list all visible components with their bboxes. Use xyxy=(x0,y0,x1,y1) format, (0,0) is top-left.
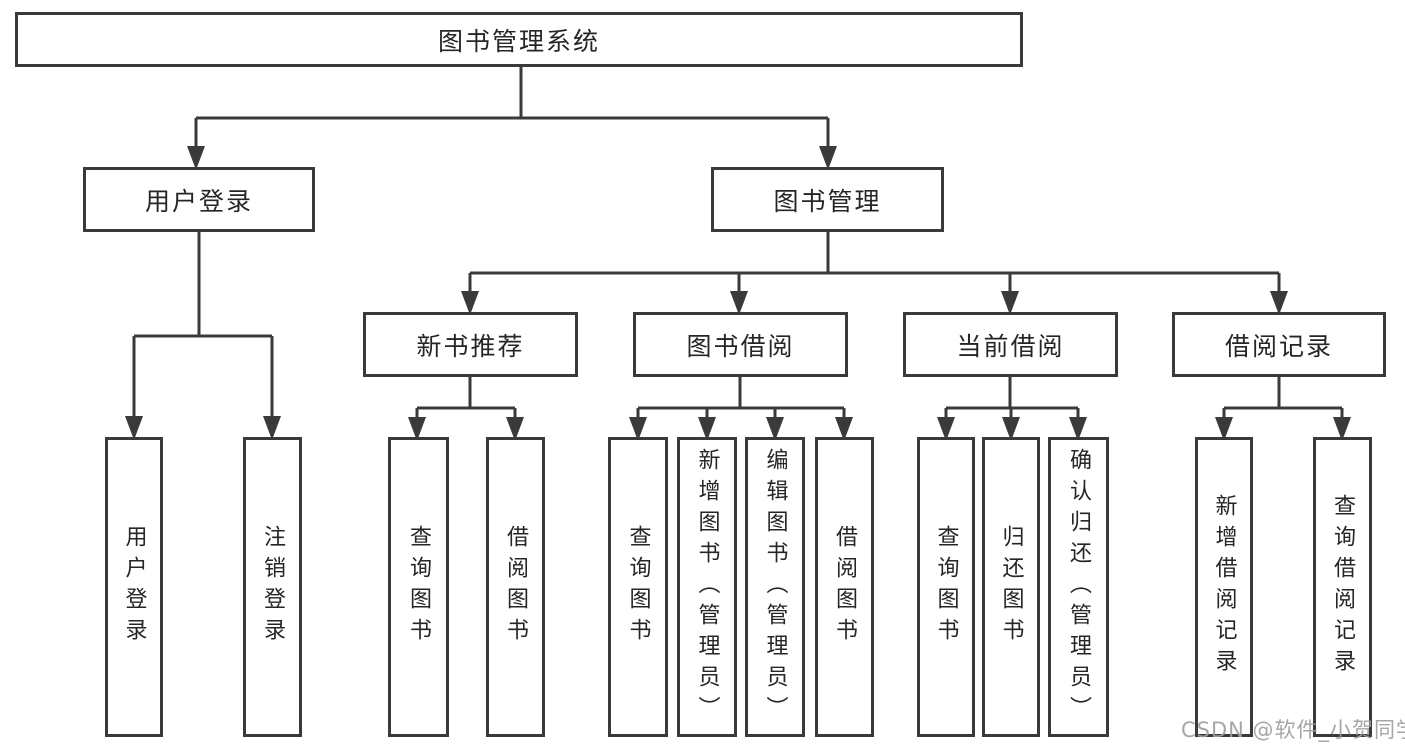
leaf-add-borrow-record: 新增借阅记录 xyxy=(1195,437,1253,737)
node-user-login: 用户登录 xyxy=(83,167,315,232)
leaf-query-books-borrowing: 查询图书 xyxy=(608,437,668,737)
watermark: CSDN @软件_小贺同学 xyxy=(1181,718,1405,742)
leaf-edit-books-admin: 编辑图书（管理员） xyxy=(745,437,805,737)
leaf-query-borrow-record: 查询借阅记录 xyxy=(1313,437,1372,737)
leaf-borrow-books-borrowing: 借阅图书 xyxy=(815,437,874,737)
leaf-user-login: 用户登录 xyxy=(105,437,163,737)
leaf-query-books-current: 查询图书 xyxy=(917,437,975,737)
node-book-borrowing: 图书借阅 xyxy=(633,312,848,377)
node-current-borrowing: 当前借阅 xyxy=(903,312,1118,377)
node-book-management: 图书管理 xyxy=(711,167,944,232)
leaf-borrow-books-recommend: 借阅图书 xyxy=(486,437,545,737)
leaf-confirm-return-admin: 确认归还（管理员） xyxy=(1048,437,1109,737)
leaf-logout: 注销登录 xyxy=(243,437,302,737)
leaf-query-books-recommend: 查询图书 xyxy=(388,437,449,737)
node-root: 图书管理系统 xyxy=(15,12,1023,67)
leaf-add-books-admin: 新增图书（管理员） xyxy=(677,437,737,737)
leaf-return-books: 归还图书 xyxy=(982,437,1040,737)
node-new-book-recommendation: 新书推荐 xyxy=(363,312,578,377)
node-borrowing-records: 借阅记录 xyxy=(1172,312,1386,377)
